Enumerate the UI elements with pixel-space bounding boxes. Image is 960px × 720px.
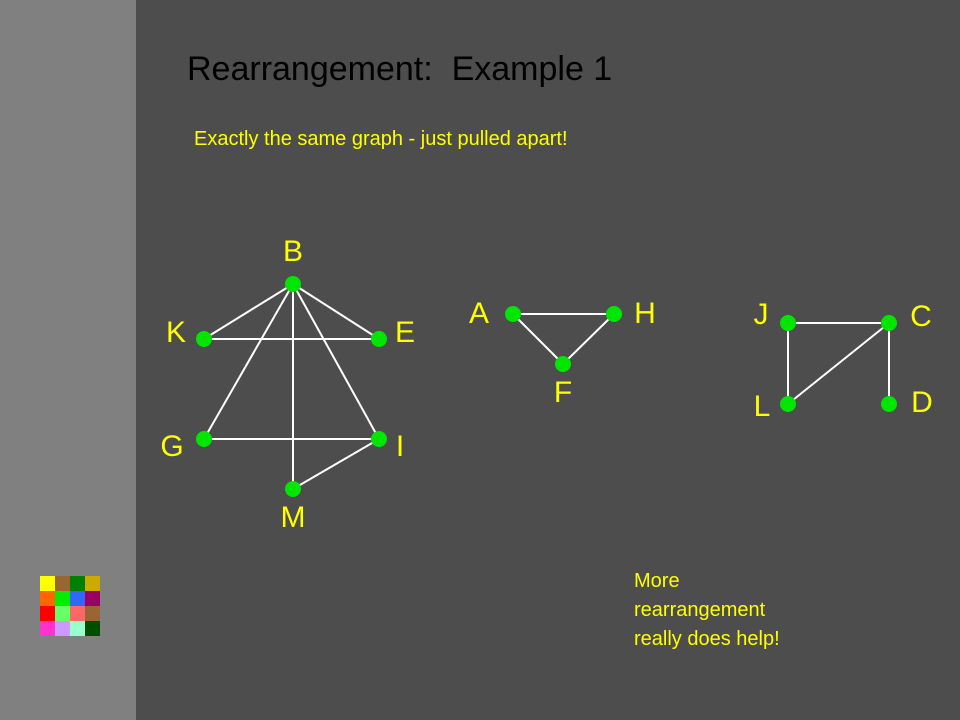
node-e: [371, 331, 387, 347]
color-palette: [40, 576, 100, 636]
node-k: [196, 331, 212, 347]
note-line-1: More: [634, 570, 680, 592]
node-label-f: F: [554, 376, 572, 409]
node-i: [371, 431, 387, 447]
node-g: [196, 431, 212, 447]
node-h: [606, 306, 622, 322]
node-label-g: G: [160, 430, 183, 463]
palette-swatch: [70, 591, 85, 606]
palette-swatch: [55, 621, 70, 636]
palette-swatch: [40, 606, 55, 621]
node-label-l: L: [754, 390, 771, 423]
edge-b-i: [292, 283, 380, 440]
note-line-2: rearrangement: [634, 599, 766, 621]
palette-swatch: [55, 591, 70, 606]
node-f: [555, 356, 571, 372]
node-j: [780, 315, 796, 331]
node-label-b: B: [283, 235, 303, 268]
node-label-k: K: [166, 316, 186, 349]
palette-swatch: [85, 591, 100, 606]
slide-subtitle: Exactly the same graph - just pulled apa…: [194, 128, 568, 150]
node-b: [285, 276, 301, 292]
node-label-c: C: [910, 300, 932, 333]
palette-swatch: [70, 621, 85, 636]
sidebar: [0, 0, 136, 720]
node-label-i: I: [396, 430, 404, 463]
node-label-d: D: [911, 386, 933, 419]
palette-swatch: [70, 576, 85, 591]
palette-swatch: [85, 606, 100, 621]
node-d: [881, 396, 897, 412]
palette-swatch: [85, 576, 100, 591]
palette-swatch: [40, 576, 55, 591]
edge-b-e: [292, 283, 380, 340]
node-label-m: M: [281, 501, 306, 534]
note-line-3: really does help!: [634, 628, 780, 650]
edge-l-c: [787, 322, 890, 405]
edge-a-f: [512, 313, 564, 365]
note-text: More rearrangement really does help!: [634, 567, 834, 654]
palette-swatch: [70, 606, 85, 621]
edge-b-g: [203, 283, 294, 440]
palette-swatch: [55, 606, 70, 621]
node-l: [780, 396, 796, 412]
palette-swatch: [40, 591, 55, 606]
palette-swatch: [40, 621, 55, 636]
node-c: [881, 315, 897, 331]
slide-title: Rearrangement: Example 1: [187, 50, 613, 88]
edge-h-f: [562, 313, 615, 365]
node-a: [505, 306, 521, 322]
node-label-h: H: [634, 297, 656, 330]
palette-swatch: [55, 576, 70, 591]
edge-m-i: [292, 438, 380, 490]
node-label-e: E: [395, 316, 415, 349]
node-m: [285, 481, 301, 497]
edge-b-k: [203, 283, 294, 340]
palette-swatch: [85, 621, 100, 636]
node-label-j: J: [754, 298, 769, 331]
node-label-a: A: [469, 297, 489, 330]
